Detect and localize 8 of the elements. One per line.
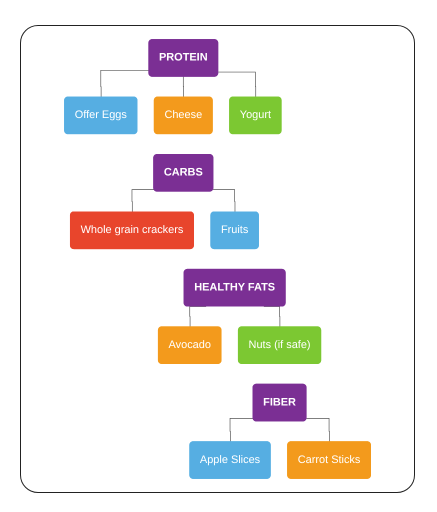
- card-background: PROTEIN Offer Eggs Cheese Yogurt CARBS Whole grain crackers Fruits HEALTHY FATS Avocado Nuts (if safe) FIBER Apple Slices Carrot Sticks: [20, 25, 415, 493]
- connector: [212, 189, 236, 212]
- connector: [182, 76, 184, 98]
- connector: [218, 72, 256, 98]
- connector: [100, 70, 150, 98]
- connector: [132, 189, 155, 212]
- connector: [306, 418, 330, 442]
- connector: [230, 418, 254, 442]
